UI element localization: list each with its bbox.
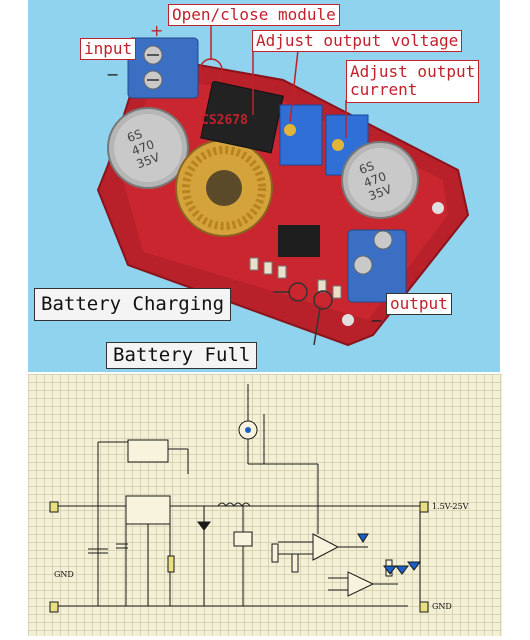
gnd-right-label: GND [432,602,452,611]
cap-left-line1: 6S [125,127,144,145]
output-label: output [386,293,452,315]
open-close-module-label: Open/close module [168,4,340,26]
adjust-output-current-label: Adjust output current [346,60,480,103]
schematic-diagram: 1.5V-25V GND GND [28,374,502,636]
input-minus-sign: − [106,65,119,84]
adjust-output-current-line2: current [350,80,418,100]
capacitor-right [341,141,419,219]
input-plus-sign: + [150,21,163,40]
output-terminal [347,229,407,303]
small-chip [278,225,320,257]
battery-charging-label: Battery Charging [34,288,232,321]
gnd-left-label: GND [54,570,74,579]
capacitor-left [107,107,189,189]
chip-marking: CS2678 [201,113,248,128]
inductor-coil [175,139,273,237]
potentiometer-voltage [279,104,323,166]
adjust-output-current-line1: Adjust output [350,62,476,81]
output-minus-sign: − [370,311,383,330]
ic-chip [200,80,284,154]
battery-full-label: Battery Full [106,342,258,369]
voltage-range-label: 1.5V-25V [432,502,469,511]
output-plus-sign: + [414,257,427,276]
board-photo: CS2678 6S 470 35V 6S 470 35V + − + − Ope… [28,0,500,372]
input-terminal [127,37,199,99]
led-full [313,290,333,310]
adjust-output-voltage-label: Adjust output voltage [252,30,463,52]
input-label: input [80,38,137,60]
cap-right-line1: 6S [357,159,376,177]
